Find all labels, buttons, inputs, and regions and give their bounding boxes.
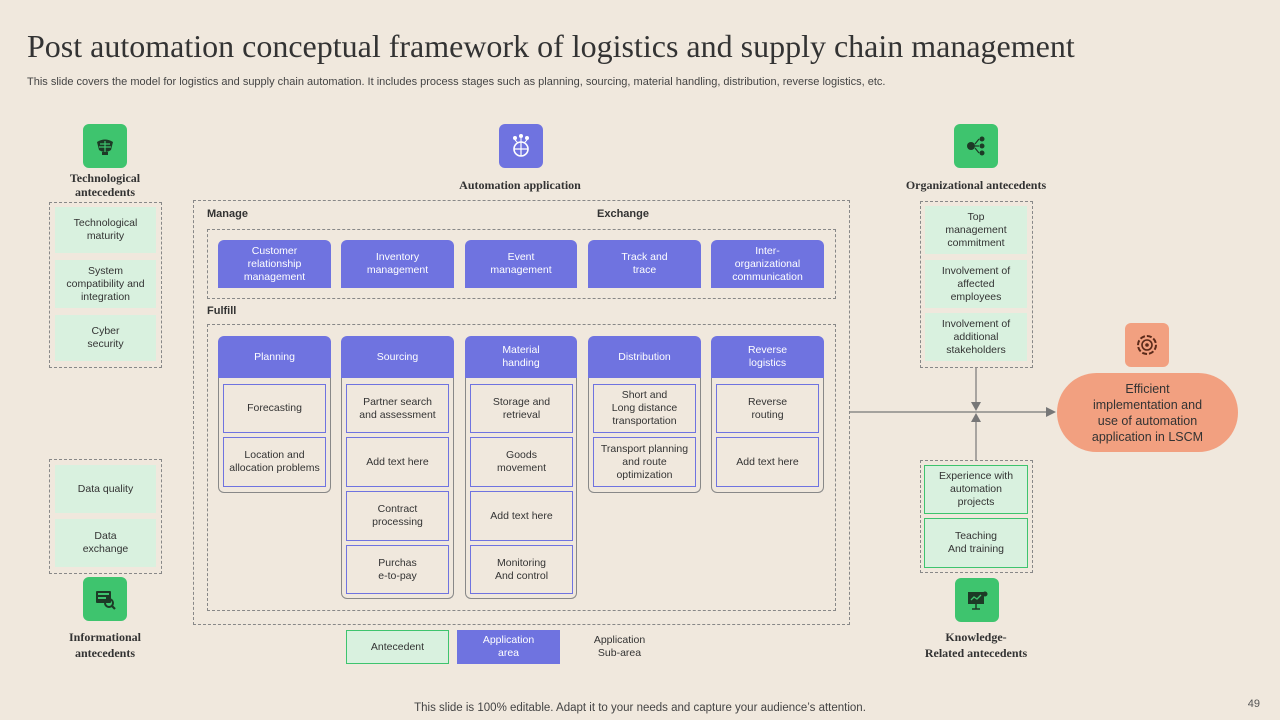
page-title: Post automation conceptual framework of … — [27, 28, 1075, 64]
legend-antecedent: Antecedent — [346, 630, 449, 664]
org-chart-icon — [954, 124, 998, 168]
application-area: Event management — [465, 240, 577, 288]
antecedent-item: Involvement of additional stakeholders — [925, 313, 1027, 361]
fulfill-label: Fulfill — [207, 305, 237, 317]
application-area-sourcing: Sourcing — [341, 336, 454, 378]
page-number: 49 — [1247, 698, 1260, 710]
antecedent-item: Experience with automation projects — [924, 465, 1028, 514]
informational-antecedents-group — [49, 459, 162, 574]
organizational-antecedents-group — [920, 201, 1033, 368]
informational-antecedents-label: Informational antecedents — [69, 630, 141, 660]
application-subarea: Monitoring And control — [470, 545, 573, 594]
application-area-planning: Planning — [218, 336, 331, 378]
page-subtitle: This slide covers the model for logistic… — [27, 76, 886, 88]
column-frame — [711, 378, 824, 493]
data-search-icon — [83, 577, 127, 621]
application-subarea: Reverse routing — [716, 384, 819, 433]
antecedent-item: Technological maturity — [55, 207, 156, 253]
fulfill-group — [207, 324, 836, 611]
antecedent-item: System compatibility and integration — [55, 260, 156, 308]
application-area: Customer relationship management — [218, 240, 331, 288]
automation-application-frame — [193, 200, 850, 625]
application-subarea: Add text here — [716, 437, 819, 487]
application-subarea: Storage and retrieval — [470, 384, 573, 433]
antecedent-item: Involvement of affected employees — [925, 260, 1027, 308]
application-subarea: Add text here — [470, 491, 573, 541]
antecedent-item: Data exchange — [55, 519, 156, 567]
application-area: Inventory management — [341, 240, 454, 288]
legend-application-subarea: Application Sub-area — [593, 634, 646, 659]
application-subarea: Contract processing — [346, 491, 449, 541]
exchange-label: Exchange — [597, 208, 649, 220]
antecedent-item: Teaching And training — [924, 518, 1028, 568]
column-frame — [465, 378, 577, 599]
application-subarea: Partner search and assessment — [346, 384, 449, 433]
knowledge-antecedents-group — [920, 460, 1033, 573]
manage-exchange-group — [207, 229, 836, 299]
application-area: Inter- organizational communication — [711, 240, 824, 288]
legend-application-area: Application area — [457, 630, 560, 664]
antecedent-item: Cyber security — [55, 315, 156, 361]
technological-antecedents-label: Technological antecedents — [69, 171, 141, 199]
antecedent-item: Top management commitment — [925, 206, 1027, 254]
application-area-distribution: Distribution — [588, 336, 701, 378]
automation-application-label: Automation application — [459, 178, 581, 192]
footer-note: This slide is 100% editable. Adapt it to… — [414, 702, 866, 714]
application-subarea: Add text here — [346, 437, 449, 487]
technological-antecedents-group — [49, 202, 162, 368]
application-subarea: Goods movement — [470, 437, 573, 487]
knowledge-antecedents-label: Knowledge- Related antecedents — [924, 630, 1028, 660]
presentation-icon — [955, 578, 999, 622]
organizational-antecedents-label: Organizational antecedents — [905, 178, 1047, 192]
application-area-material-handing: Material handing — [465, 336, 577, 378]
target-gear-icon — [1125, 323, 1169, 367]
column-frame — [341, 378, 454, 599]
application-area: Track and trace — [588, 240, 701, 288]
application-subarea: Transport planning and route optimizatio… — [593, 437, 696, 487]
outcome-efficient-implementation: Efficient implementation and use of auto… — [1057, 373, 1238, 452]
antecedent-item: Data quality — [55, 465, 156, 513]
column-frame — [218, 378, 331, 493]
application-subarea: Purchas e-to-pay — [346, 545, 449, 594]
column-frame — [588, 378, 701, 493]
network-globe-icon — [499, 124, 543, 168]
application-subarea: Short and Long distance transportation — [593, 384, 696, 433]
globe-icon — [83, 124, 127, 168]
manage-label: Manage — [207, 208, 248, 220]
application-subarea: Forecasting — [223, 384, 326, 433]
application-area-reverse-logistics: Reverse logistics — [711, 336, 824, 378]
application-subarea: Location and allocation problems — [223, 437, 326, 487]
